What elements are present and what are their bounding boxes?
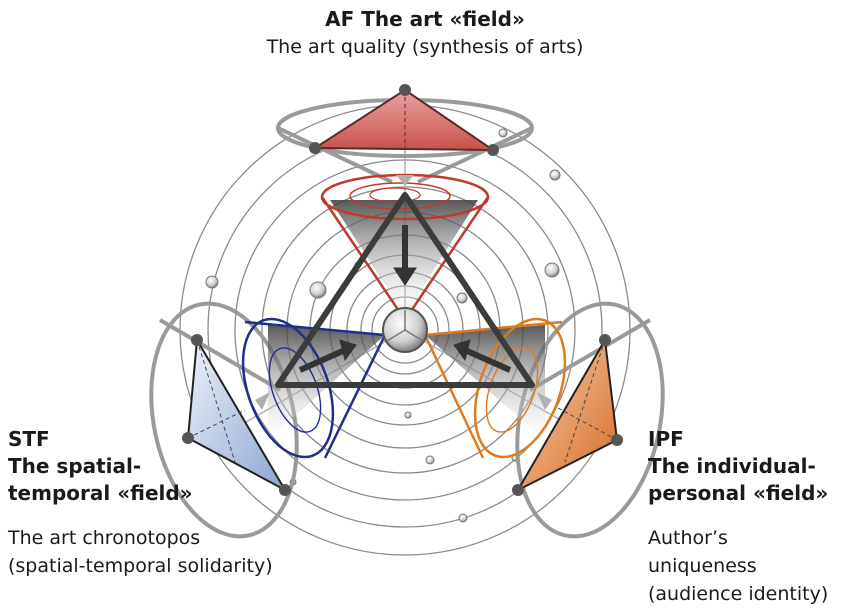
ipf-name-line1: The individual- bbox=[648, 454, 816, 478]
ipf-name-line2: personal «field» bbox=[648, 481, 829, 505]
ipf-desc-line1: Author’s bbox=[648, 527, 728, 549]
af-subtitle: The art quality (synthesis of arts) bbox=[266, 36, 584, 58]
stf-code: STF bbox=[8, 427, 50, 451]
stf-desc-line2: (spatial-temporal solidarity) bbox=[8, 555, 273, 577]
stf-desc-line1: The art chronotopos bbox=[8, 527, 201, 549]
center-sphere bbox=[382, 307, 428, 353]
stf-triangle bbox=[182, 334, 291, 496]
af-triangle bbox=[309, 84, 499, 156]
flow-arrows bbox=[255, 175, 552, 410]
af-title: AF The art «field» bbox=[325, 7, 525, 31]
ipf-code: IPF bbox=[648, 427, 684, 451]
floating-spheres bbox=[205, 128, 561, 523]
ipf-desc-line2: uniqueness bbox=[648, 555, 757, 577]
central-triangle bbox=[275, 192, 535, 388]
stf-name-line1: The spatial- bbox=[8, 454, 142, 478]
ipf-desc-line3: (audience identity) bbox=[648, 583, 829, 605]
stf-name-line2: temporal «field» bbox=[8, 481, 193, 505]
ipf-triangle bbox=[512, 334, 623, 496]
